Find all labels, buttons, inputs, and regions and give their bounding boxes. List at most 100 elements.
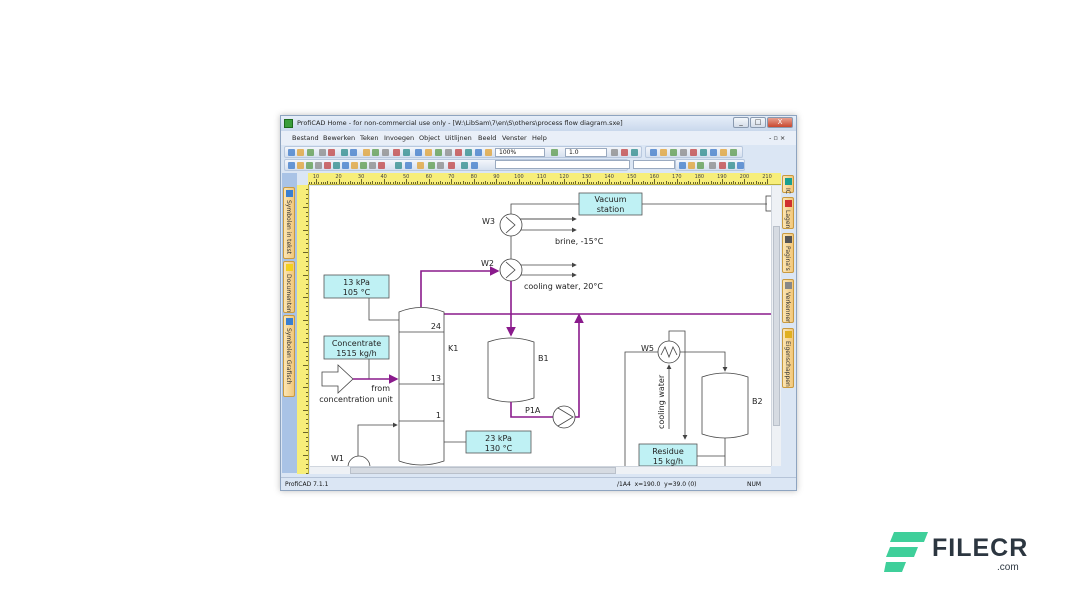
toolbar-button-icon[interactable]: [435, 149, 442, 156]
heat-exchanger-w2[interactable]: [499, 258, 523, 282]
toolbar-button-icon[interactable]: [333, 162, 340, 169]
drawing-canvas[interactable]: Vacuum station W3 brine, -15°C W2 coolin…: [310, 186, 771, 466]
toolbar-button-icon[interactable]: [425, 149, 432, 156]
toolbar-button-icon[interactable]: [363, 149, 370, 156]
vertical-scrollbar[interactable]: [771, 186, 781, 466]
toolbar-button-icon[interactable]: [415, 149, 422, 156]
toolbar-button-icon[interactable]: [307, 149, 314, 156]
toolbar-button-icon[interactable]: [369, 162, 376, 169]
tab-symbolen-grafisch[interactable]: Symbolen Grafisch: [283, 315, 295, 397]
vacuum-station-box[interactable]: [578, 192, 643, 216]
tab-ic[interactable]: IC: [782, 175, 794, 194]
toolbar-button-icon[interactable]: [719, 162, 726, 169]
toolbar-button-icon[interactable]: [670, 149, 677, 156]
menu-invoegen[interactable]: Invoegen: [384, 134, 415, 142]
vessel-b1[interactable]: [487, 337, 535, 403]
toolbar-button-icon[interactable]: [342, 162, 349, 169]
scroll-thumb[interactable]: [350, 467, 616, 474]
toolbar-button-icon[interactable]: [382, 149, 389, 156]
toolbar-button-icon[interactable]: [288, 162, 295, 169]
toolbar-button-icon[interactable]: [341, 149, 348, 156]
toolbar-button-icon[interactable]: [360, 162, 367, 169]
toolbar-button-icon[interactable]: [475, 149, 482, 156]
toolbar-button-icon[interactable]: [551, 149, 558, 156]
toolbar-button-icon[interactable]: [351, 162, 358, 169]
toolbar-button-icon[interactable]: [315, 162, 322, 169]
toolbar-button-icon[interactable]: [631, 149, 638, 156]
menu-help[interactable]: Help: [532, 134, 547, 142]
heat-exchanger-w3[interactable]: [499, 213, 523, 237]
toolbar-button-icon[interactable]: [297, 149, 304, 156]
toolbar-button-icon[interactable]: [720, 149, 727, 156]
toolbar-button-icon[interactable]: [403, 149, 410, 156]
toolbar-button-icon[interactable]: [437, 162, 444, 169]
toolbar-button-icon[interactable]: [611, 149, 618, 156]
toolbar-button-icon[interactable]: [680, 149, 687, 156]
menu-bewerken[interactable]: Bewerken: [323, 134, 356, 142]
residue-box[interactable]: [638, 443, 698, 466]
toolbar-button-icon[interactable]: [428, 162, 435, 169]
vessel-b2[interactable]: [701, 372, 749, 439]
toolbar-button-icon[interactable]: [730, 149, 737, 156]
toolbar-button-icon[interactable]: [297, 162, 304, 169]
toolbar-button-icon[interactable]: [378, 162, 385, 169]
toolbar-button-icon[interactable]: [319, 149, 326, 156]
heat-exchanger-w5[interactable]: [657, 340, 681, 364]
toolbar-button-icon[interactable]: [728, 162, 735, 169]
toolbar-button-icon[interactable]: [690, 149, 697, 156]
horizontal-scrollbar[interactable]: [310, 466, 771, 474]
menu-bestand[interactable]: Bestand: [292, 134, 319, 142]
close-button[interactable]: X: [767, 117, 793, 128]
mdi-controls[interactable]: - ▫ ×: [769, 134, 786, 142]
toolbar-button-icon[interactable]: [328, 149, 335, 156]
toolbar-button-icon[interactable]: [621, 149, 628, 156]
toolbar-button-icon[interactable]: [660, 149, 667, 156]
menu-teken[interactable]: Teken: [360, 134, 379, 142]
concentrate-box[interactable]: [323, 335, 390, 360]
tab-eigenschappen[interactable]: Eigenschappen: [782, 328, 794, 388]
toolbar-button-icon[interactable]: [650, 149, 657, 156]
minimize-button[interactable]: _: [733, 117, 749, 128]
tab-lagen[interactable]: Lagen: [782, 197, 794, 229]
tab-documenten[interactable]: Documenten: [283, 261, 295, 313]
toolbar-button-icon[interactable]: [448, 162, 455, 169]
toolbar-button-icon[interactable]: [700, 149, 707, 156]
toolbar-button-icon[interactable]: [471, 162, 478, 169]
toolbar-button-icon[interactable]: [324, 162, 331, 169]
toolbar-button-icon[interactable]: [306, 162, 313, 169]
toolbar-button-icon[interactable]: [697, 162, 704, 169]
toolbar-button-icon[interactable]: [393, 149, 400, 156]
top-conditions-box[interactable]: [323, 274, 390, 299]
pump-p1a[interactable]: [552, 405, 576, 429]
toolbar-button-icon[interactable]: [455, 149, 462, 156]
zoom-select[interactable]: 100%: [495, 148, 545, 157]
menu-beeld[interactable]: Beeld: [478, 134, 497, 142]
toolbar-button-icon[interactable]: [461, 162, 468, 169]
toolbar-button-icon[interactable]: [395, 162, 402, 169]
heat-exchanger-w1[interactable]: [347, 455, 371, 466]
maximize-button[interactable]: □: [750, 117, 766, 128]
tab-verkenner[interactable]: Verkenner: [782, 279, 794, 323]
font-select[interactable]: [495, 160, 630, 169]
toolbar-button-icon[interactable]: [709, 162, 716, 169]
toolbar-button-icon[interactable]: [445, 149, 452, 156]
toolbar-button-icon[interactable]: [288, 149, 295, 156]
toolbar-button-icon[interactable]: [350, 149, 357, 156]
toolbar-button-icon[interactable]: [417, 162, 424, 169]
toolbar-button-icon[interactable]: [688, 162, 695, 169]
bottom-conditions-box[interactable]: [465, 430, 532, 454]
toolbar-button-icon[interactable]: [679, 162, 686, 169]
toolbar-button-icon[interactable]: [710, 149, 717, 156]
font-size-select[interactable]: [633, 160, 675, 169]
menu-uitlijnen[interactable]: Uitlijnen: [445, 134, 472, 142]
menu-venster[interactable]: Venster: [502, 134, 527, 142]
column-k1[interactable]: [398, 307, 445, 466]
toolbar-button-icon[interactable]: [465, 149, 472, 156]
toolbar-button-icon[interactable]: [405, 162, 412, 169]
line-width-select[interactable]: 1.0: [565, 148, 607, 157]
toolbar-button-icon[interactable]: [737, 162, 744, 169]
scroll-thumb[interactable]: [773, 226, 780, 426]
toolbar-button-icon[interactable]: [485, 149, 492, 156]
tab-symbolen-in-tekst[interactable]: Symbolen in tekst: [283, 187, 295, 259]
toolbar-button-icon[interactable]: [372, 149, 379, 156]
